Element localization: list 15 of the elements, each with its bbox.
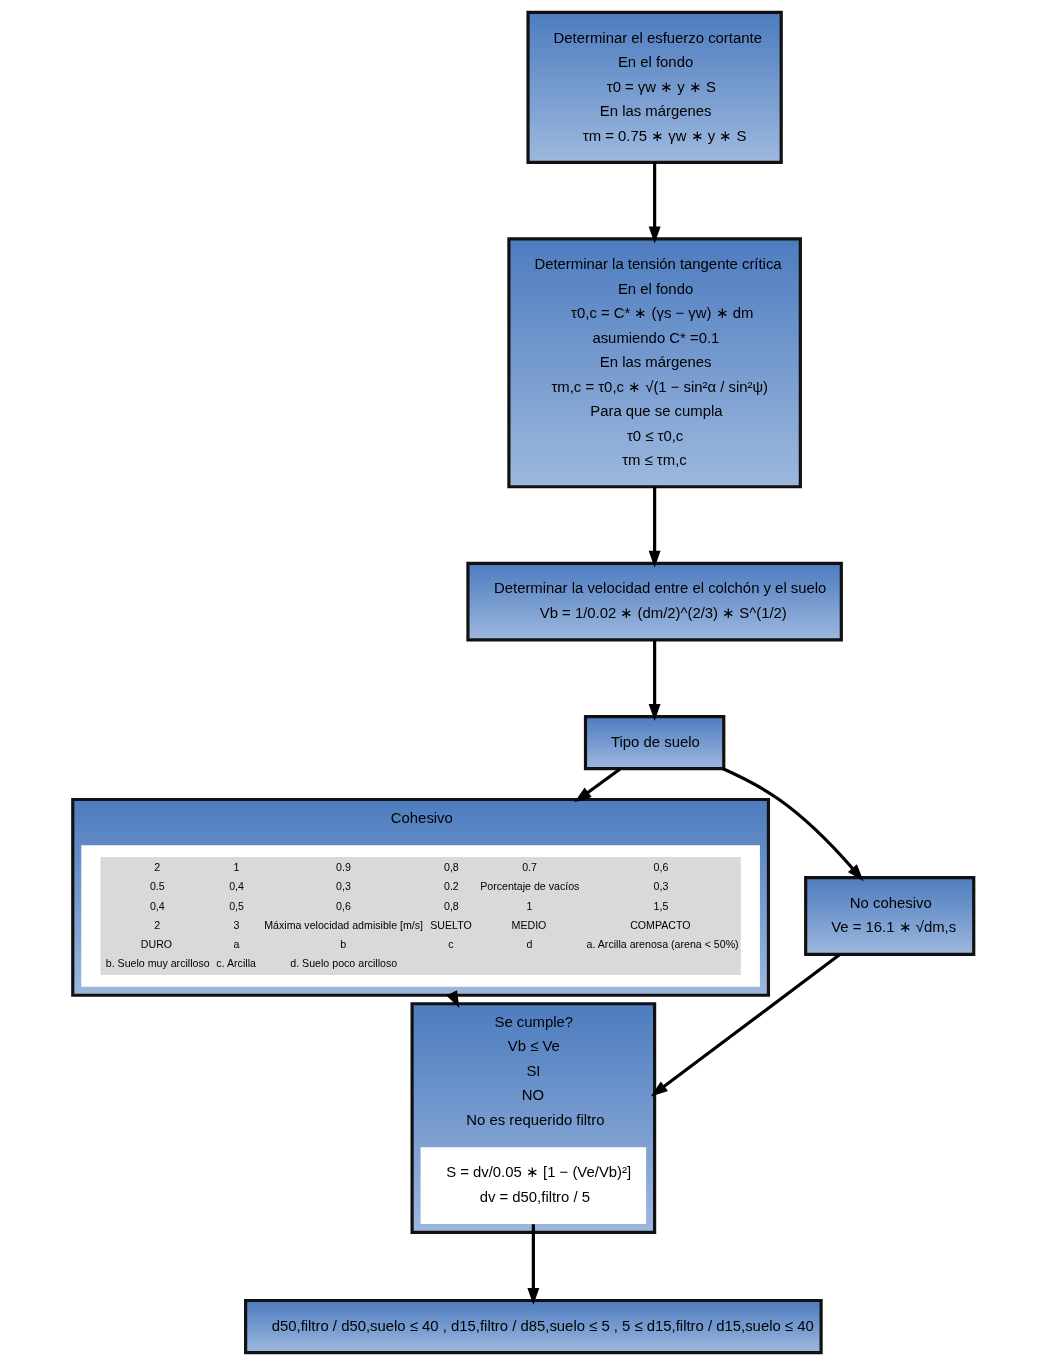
node-box: Determinar la tensión tangente crítica En el fondo τ0,c = C* ∗ (γs − γw) ∗ dm asumiendo C* =0.1 En las márgenes τm,c = τ0,c ∗ √(1 − sin²α / sin²ψ) Para que se cumpla τ0 ≤ τ0,c τm ≤ τm,c: [506, 237, 802, 489]
node-box: Determinar el esfuerzo cortante En el fondo τ0 = γw ∗ y ∗ S En las márgenes τm = 0.75 ∗ γw ∗ y ∗ S: [525, 10, 783, 164]
arrow: [573, 767, 621, 803]
arrow: [648, 162, 661, 244]
arrow: [648, 487, 661, 568]
node-box: 2 1 0.9 0,8 0.7 0,6 0.5 0,4 0,3 0.2 Porcentaje de vacíos 0,3 0,4 0,5 0,6 0,8 1 1,5 2 3 Máxima velocidad admisible [m/s] SUELTO MEDIO COMPACTO DURO a b c d a. Arcilla arenosa (arena < 50%) b. Suelo muy arcilloso c. Arcilla d. Suelo poco arcilloso: [80, 845, 760, 987]
node-box: S = dv/0.05 ∗ [1 − (Ve/Vb)²] dv = d50,filtro / 5: [420, 1147, 646, 1224]
arrow: [650, 953, 841, 1097]
arrow: [721, 767, 863, 882]
node-box: Determinar la velocidad entre el colchón y el suelo Vb = 1/0.02 ∗ (dm/2)^(2/3) ∗ S^(1/2): [465, 561, 843, 642]
arrow: [648, 640, 661, 722]
node-box: Tipo de suelo: [583, 714, 725, 771]
arrow: [526, 1224, 539, 1306]
node-box: d50,filtro / d50,suelo ≤ 40 , d15,filtro / d85,suelo ≤ 5 , 5 ≤ d15,filtro / d15,suelo ≤ 40: [243, 1298, 823, 1355]
node-box: No cohesivo Ve = 16.1 ∗ √dm,s: [803, 876, 975, 956]
